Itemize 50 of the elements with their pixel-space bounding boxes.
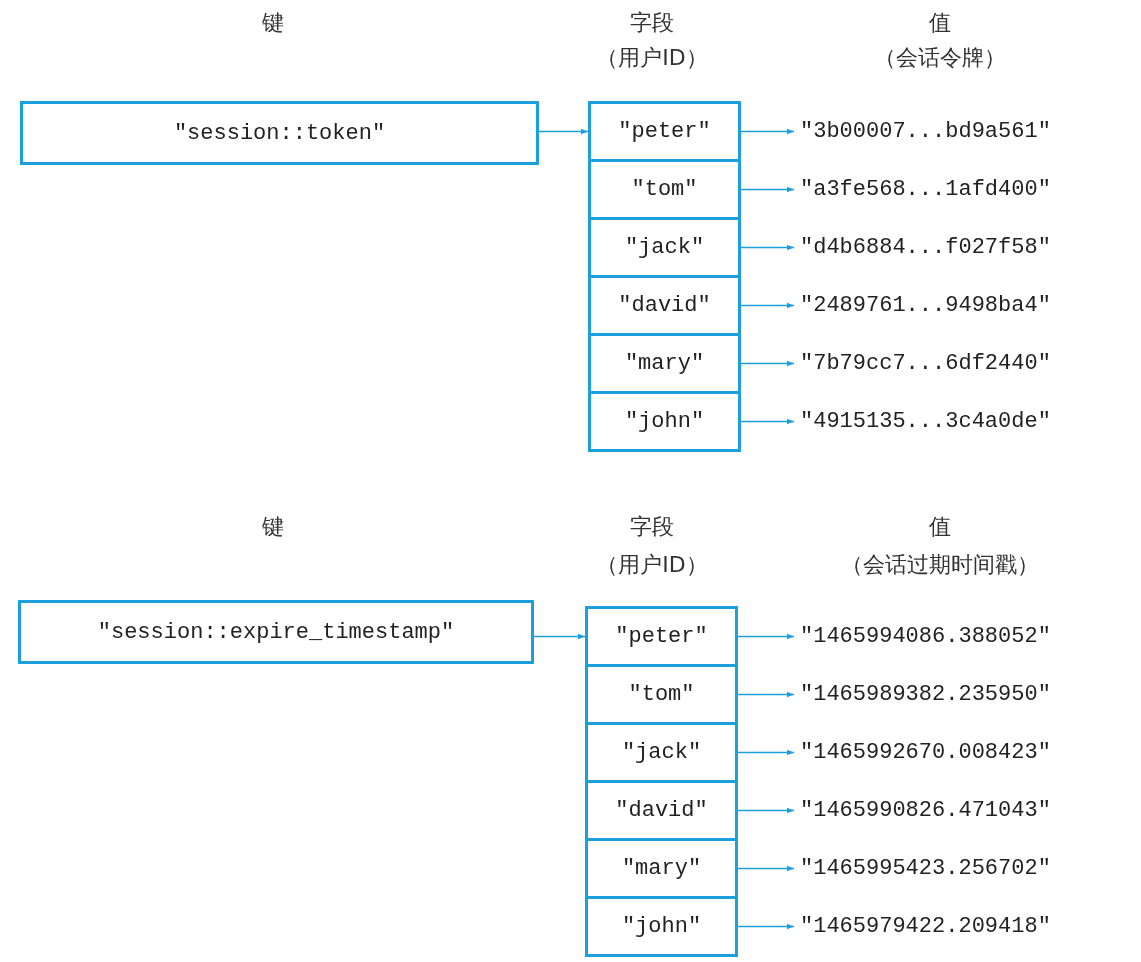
- arrow: [737, 865, 795, 872]
- value-text: "1465990826.471043": [800, 780, 1130, 841]
- field-box: "tom": [585, 664, 738, 725]
- value-text: "1465992670.008423": [800, 722, 1130, 783]
- field-box: "john": [585, 896, 738, 957]
- field-box: "peter": [588, 101, 741, 162]
- value-text: "4915135...3c4a0de": [800, 391, 1130, 452]
- arrow: [740, 128, 795, 135]
- field-box: "tom": [588, 159, 741, 220]
- arrow: [740, 302, 795, 309]
- value-text: "a3fe568...1afd400": [800, 159, 1130, 220]
- value-text: "3b00007...bd9a561": [800, 101, 1130, 162]
- value-text: "1465979422.209418": [800, 896, 1130, 957]
- key-box: "session::expire_timestamp": [18, 600, 534, 664]
- column-header: 值: [929, 9, 951, 37]
- arrow: [740, 360, 795, 367]
- field-box: "jack": [588, 217, 741, 278]
- arrow: [737, 749, 795, 756]
- field-box: "john": [588, 391, 741, 452]
- column-header: 键: [262, 9, 284, 37]
- value-text: "7b79cc7...6df2440": [800, 333, 1130, 394]
- column-header: 键: [262, 513, 284, 541]
- column-subheader: （会话过期时间戳）: [841, 551, 1039, 579]
- arrow: [737, 807, 795, 814]
- field-box: "peter": [585, 606, 738, 667]
- field-box: "david": [585, 780, 738, 841]
- key-box: "session::token": [20, 101, 539, 165]
- column-subheader: （用户ID）: [596, 551, 708, 579]
- value-text: "1465994086.388052": [800, 606, 1130, 667]
- column-subheader: （会话令牌）: [874, 44, 1006, 72]
- arrow: [740, 244, 795, 251]
- arrow: [737, 633, 795, 640]
- arrow: [737, 923, 795, 930]
- arrow: [533, 633, 586, 640]
- value-text: "2489761...9498ba4": [800, 275, 1130, 336]
- field-box: "mary": [585, 838, 738, 899]
- arrow: [740, 418, 795, 425]
- value-text: "1465995423.256702": [800, 838, 1130, 899]
- column-header: 字段: [630, 513, 674, 541]
- value-text: "1465989382.235950": [800, 664, 1130, 725]
- value-text: "d4b6884...f027f58": [800, 217, 1130, 278]
- field-box: "jack": [585, 722, 738, 783]
- arrow: [740, 186, 795, 193]
- column-subheader: （用户ID）: [596, 44, 708, 72]
- column-header: 字段: [630, 9, 674, 37]
- column-header: 值: [929, 513, 951, 541]
- arrow: [737, 691, 795, 698]
- field-box: "mary": [588, 333, 741, 394]
- field-box: "david": [588, 275, 741, 336]
- arrow: [538, 128, 589, 135]
